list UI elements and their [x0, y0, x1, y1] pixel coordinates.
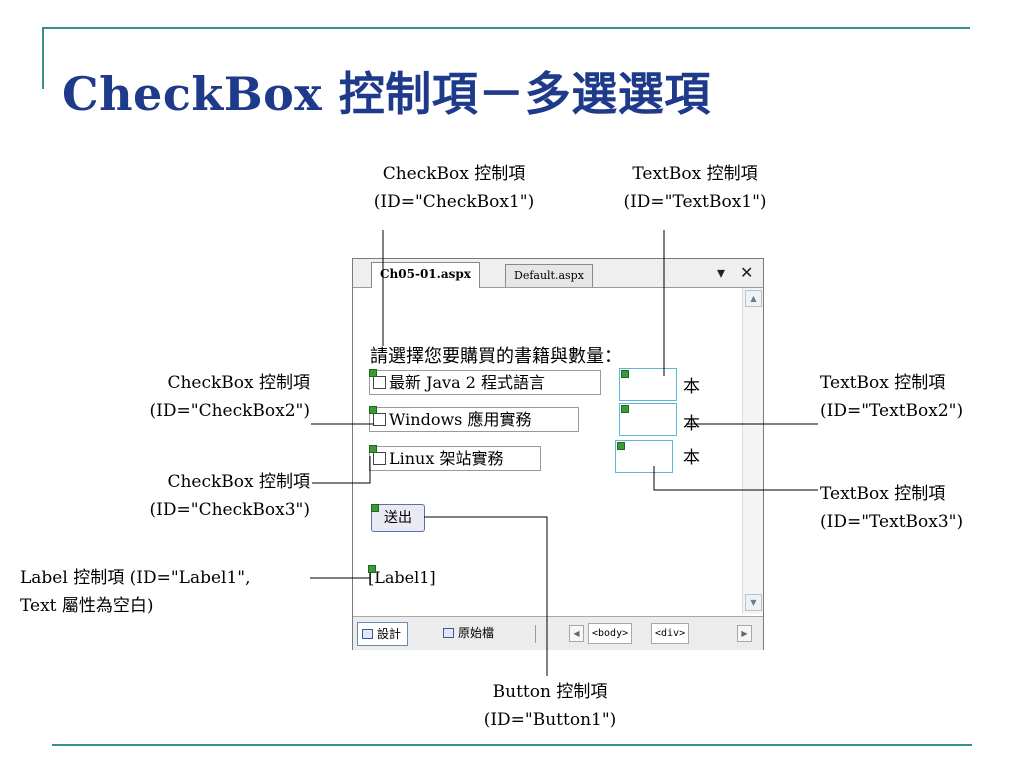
checkbox3-label: Linux 架站實務: [389, 449, 504, 468]
annotation-textbox2-line2: (ID="TextBox2"): [820, 401, 964, 421]
checkbox-square-icon[interactable]: [373, 413, 386, 426]
control-glyph-icon: [368, 565, 376, 573]
annotation-textbox3-line1: TextBox 控制項: [820, 484, 946, 504]
title-frame-top: [42, 27, 970, 29]
breadcrumb-body[interactable]: <body>: [588, 623, 633, 644]
design-surface[interactable]: 請選擇您要購買的書籍與數量： 最新 Java 2 程式語言 Windows 應用…: [353, 288, 741, 614]
control-glyph-icon: [371, 504, 379, 512]
control-glyph-icon: [369, 445, 377, 453]
scroll-down-icon[interactable]: ▼: [745, 594, 762, 611]
annotation-checkbox1: CheckBox 控制項 (ID="CheckBox1"): [332, 160, 576, 216]
document-tab-bar: Ch05-01.aspx Default.aspx ▾ ✕: [353, 259, 763, 288]
checkbox1[interactable]: 最新 Java 2 程式語言: [369, 370, 601, 395]
annotation-checkbox1-line2: (ID="CheckBox1"): [373, 192, 535, 212]
annotation-button1-line2: (ID="Button1"): [483, 710, 617, 730]
slide-title: CheckBox 控制項－多選選項: [62, 67, 711, 121]
annotation-checkbox3-line2: (ID="CheckBox3"): [149, 500, 310, 520]
close-icon[interactable]: ✕: [740, 263, 754, 282]
annotation-textbox2-line1: TextBox 控制項: [820, 373, 946, 393]
prompt-text: 請選擇您要購買的書籍與數量：: [370, 346, 622, 367]
title-frame-left: [42, 27, 44, 89]
annotation-label1-line1: Label 控制項 (ID="Label1",: [20, 568, 251, 588]
checkbox1-label: 最新 Java 2 程式語言: [389, 373, 545, 392]
annotation-button1-line1: Button 控制項: [492, 682, 608, 702]
design-view-label: 設計: [377, 627, 402, 641]
annotation-textbox1-line2: (ID="TextBox1"): [623, 192, 767, 212]
design-view-tab[interactable]: 設計: [357, 622, 409, 646]
annotation-checkbox3-line1: CheckBox 控制項: [167, 472, 310, 492]
annotation-checkbox2-line1: CheckBox 控制項: [167, 373, 310, 393]
source-view-label: 原始檔: [458, 626, 495, 640]
breadcrumb-left-icon[interactable]: ◀: [569, 625, 584, 642]
annotation-textbox3-line2: (ID="TextBox3"): [820, 512, 964, 532]
annotation-checkbox2-line2: (ID="CheckBox2"): [149, 401, 310, 421]
unit-label-1: 本: [683, 377, 700, 397]
window-menu-icon[interactable]: ▾: [717, 263, 726, 282]
control-glyph-icon: [369, 369, 377, 377]
annotation-textbox1-line1: TextBox 控制項: [632, 164, 758, 184]
tab-ch05-01[interactable]: Ch05-01.aspx: [371, 262, 480, 288]
breadcrumb-right-icon[interactable]: ▶: [737, 625, 752, 642]
checkbox2[interactable]: Windows 應用實務: [369, 407, 579, 432]
annotation-label1: Label 控制項 (ID="Label1", Text 屬性為空白): [20, 564, 251, 620]
unit-label-3: 本: [683, 448, 700, 468]
source-view-tab[interactable]: 原始檔: [439, 622, 498, 644]
vertical-scrollbar[interactable]: ▲ ▼: [742, 288, 763, 614]
control-glyph-icon: [369, 406, 377, 414]
view-switch-bar: 設計 原始檔 ◀ <body> <div> ▶: [353, 616, 763, 650]
checkbox3[interactable]: Linux 架站實務: [369, 446, 541, 471]
annotation-checkbox2: CheckBox 控制項 (ID="CheckBox2"): [60, 369, 310, 425]
breadcrumb-div[interactable]: <div>: [651, 623, 690, 644]
annotation-checkbox1-line1: CheckBox 控制項: [382, 164, 526, 184]
design-view-icon: [362, 629, 373, 639]
annotation-button1: Button 控制項 (ID="Button1"): [450, 678, 650, 734]
source-view-icon: [443, 628, 454, 638]
checkbox-square-icon[interactable]: [373, 376, 386, 389]
annotation-textbox2: TextBox 控制項 (ID="TextBox2"): [820, 369, 963, 425]
control-glyph-icon: [617, 442, 625, 450]
tab-default[interactable]: Default.aspx: [505, 264, 593, 287]
annotation-textbox3: TextBox 控制項 (ID="TextBox3"): [820, 480, 963, 536]
annotation-textbox1: TextBox 控制項 (ID="TextBox1"): [590, 160, 800, 216]
checkbox-square-icon[interactable]: [373, 452, 386, 465]
separator: [535, 625, 536, 643]
submit-button[interactable]: 送出: [371, 504, 425, 532]
annotation-checkbox3: CheckBox 控制項 (ID="CheckBox3"): [60, 468, 310, 524]
designer-window: Ch05-01.aspx Default.aspx ▾ ✕ 請選擇您要購買的書籍…: [352, 258, 764, 650]
unit-label-2: 本: [683, 414, 700, 434]
checkbox2-label: Windows 應用實務: [389, 410, 532, 429]
control-glyph-icon: [621, 405, 629, 413]
footer-rule: [52, 744, 972, 746]
control-glyph-icon: [621, 370, 629, 378]
annotation-label1-line2: Text 屬性為空白): [20, 596, 154, 616]
scroll-up-icon[interactable]: ▲: [745, 290, 762, 307]
label1-control[interactable]: [Label1]: [368, 568, 436, 587]
